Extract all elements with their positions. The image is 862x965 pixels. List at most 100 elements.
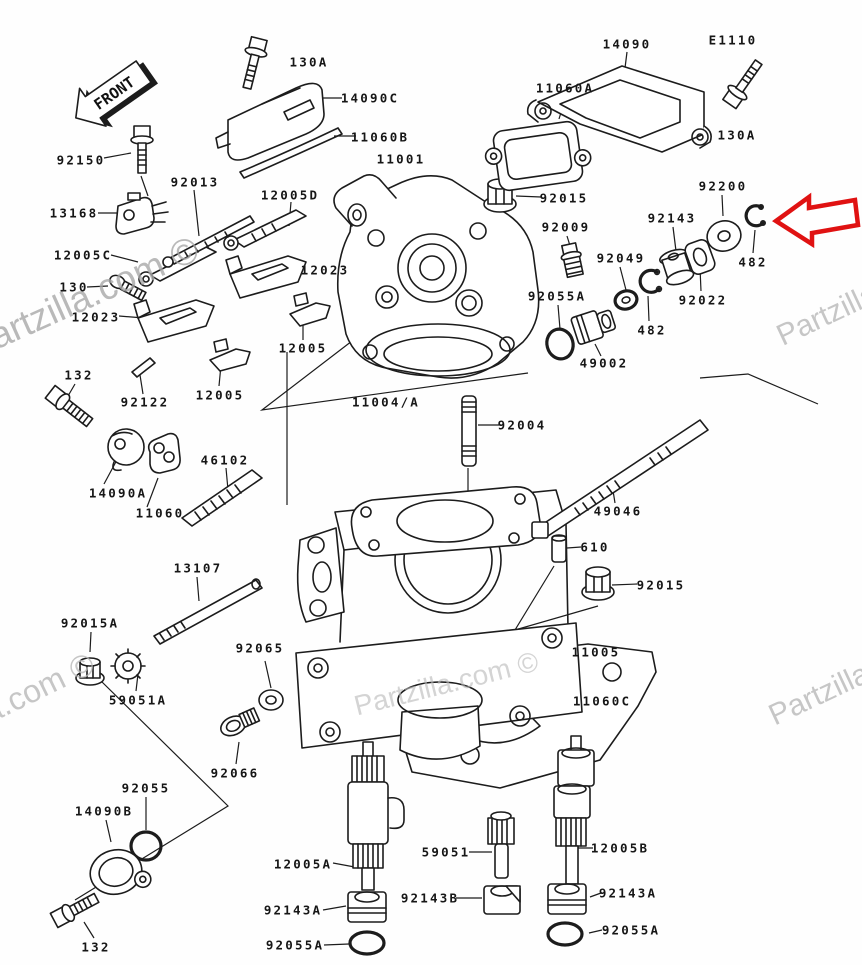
part-pin-92122 <box>132 358 155 377</box>
part-washer-92022 <box>683 238 716 276</box>
part-screw-92013 <box>163 216 254 267</box>
part-label-92143b: 92143B <box>400 890 460 906</box>
part-collar-92143b <box>484 886 520 914</box>
part-label-12023-left: 12023 <box>71 309 121 325</box>
part-label-49046: 49046 <box>593 503 643 519</box>
part-bolt-130a-top <box>236 36 270 91</box>
part-shaft-13107 <box>154 579 262 644</box>
part-label-46102: 46102 <box>200 452 250 468</box>
part-washer-92065 <box>259 690 283 710</box>
part-label-14090a: 14090A <box>88 485 148 501</box>
part-label-482-right: 482 <box>738 254 768 270</box>
part-label-92143: 92143 <box>647 210 697 226</box>
part-stud-92004 <box>462 396 476 466</box>
part-valve-assy-12005a <box>348 742 404 890</box>
part-label-482-left: 482 <box>637 322 667 338</box>
part-cylinder-head <box>334 175 539 378</box>
part-bolt-130 <box>108 273 147 301</box>
part-rod-12005d <box>224 210 306 250</box>
part-label-11060a: 11060A <box>535 80 595 96</box>
part-oring-92055a-head <box>544 326 577 362</box>
part-collar-92143a-right <box>548 884 586 914</box>
part-cover-gasket <box>240 128 342 178</box>
part-bolt-92150 <box>131 126 153 173</box>
part-label-92055a-head: 92055A <box>527 288 587 304</box>
part-label-92065: 92065 <box>235 640 285 656</box>
part-valve-assy-12005b <box>554 736 594 884</box>
part-label-14090c: 14090C <box>340 90 400 106</box>
part-label-92200: 92200 <box>698 178 748 194</box>
part-bolt-132-bottom <box>50 890 101 928</box>
part-label-11004a: 11004/A <box>351 394 421 410</box>
part-collar-92143a-left <box>348 892 386 922</box>
part-bolt-130a-right <box>720 56 767 110</box>
part-pin-610 <box>552 535 566 562</box>
part-oring-92055a-right <box>548 923 582 945</box>
part-holder-13168 <box>116 193 168 234</box>
part-valve-plate-12023-left <box>134 300 214 342</box>
part-oring-92055a-left <box>350 932 384 954</box>
part-label-12005b: 12005B <box>590 840 650 856</box>
part-label-92015-top: 92015 <box>539 190 589 206</box>
part-collar-92143 <box>658 247 695 288</box>
part-label-13168: 13168 <box>49 205 99 221</box>
part-gasket-11060 <box>149 434 180 473</box>
part-label-13107: 13107 <box>173 560 223 576</box>
part-label-610: 610 <box>580 539 610 555</box>
part-label-92055a-right: 92055A <box>601 922 661 938</box>
part-label-11060c: 11060C <box>572 693 632 709</box>
part-label-12005-upper: 12005 <box>278 340 328 356</box>
part-label-132-left: 132 <box>64 367 94 383</box>
part-label-11060: 11060 <box>135 505 185 521</box>
highlight-arrow-icon <box>776 197 858 244</box>
part-rod-12005c <box>139 247 216 286</box>
part-head-gasket <box>351 487 540 556</box>
part-label-14090b: 14090B <box>74 803 134 819</box>
part-gear-shaft-59051 <box>488 812 514 878</box>
part-label-59051: 59051 <box>421 844 471 860</box>
part-label-132-bottom: 132 <box>81 939 111 955</box>
part-label-14090: 14090 <box>602 36 652 52</box>
part-label-12005c: 12005C <box>53 247 113 263</box>
part-gasket-11060a <box>482 119 593 193</box>
part-circlip-482-left <box>640 270 661 293</box>
part-label-130a-top: 130A <box>289 54 329 70</box>
part-label-92150: 92150 <box>56 152 106 168</box>
part-valve-12005-upper <box>290 293 330 326</box>
part-nut-92015-bottom <box>582 567 614 600</box>
part-rod-46102 <box>182 470 262 526</box>
part-label-92143a-left: 92143A <box>263 902 323 918</box>
part-cover-14090b <box>85 842 152 900</box>
part-washer-92200 <box>704 217 745 255</box>
part-valve-cover <box>216 83 324 160</box>
part-label-11001: 11001 <box>376 151 426 167</box>
part-label-92143a-right: 92143A <box>598 885 658 901</box>
part-label-12005d: 12005D <box>260 187 320 203</box>
part-label-130a-right: 130A <box>717 127 757 143</box>
part-screw-92009 <box>559 242 585 277</box>
part-label-92009: 92009 <box>541 219 591 235</box>
part-label-12005-lower: 12005 <box>195 387 245 403</box>
part-label-49002: 49002 <box>579 355 629 371</box>
part-label-130: 130 <box>59 279 89 295</box>
part-label-92013: 92013 <box>170 174 220 190</box>
part-label-92055: 92055 <box>121 780 171 796</box>
part-label-92066: 92066 <box>210 765 260 781</box>
part-plug-92066 <box>218 707 261 739</box>
part-label-92015a: 92015A <box>60 615 120 631</box>
part-label-92049: 92049 <box>596 250 646 266</box>
part-valve-12005-lower <box>210 339 250 371</box>
part-cover-14090a <box>108 429 144 470</box>
part-circlip-482-right <box>746 205 765 226</box>
part-bolt-132-left <box>45 385 95 430</box>
part-label-11060b: 11060B <box>350 129 410 145</box>
part-label-12005a: 12005A <box>273 856 333 872</box>
part-valve-plate-12023-center <box>226 256 306 298</box>
part-label-92015-bottom: 92015 <box>636 577 686 593</box>
part-label-92004: 92004 <box>497 417 547 433</box>
part-label-59051a: 59051A <box>108 692 168 708</box>
part-label-92022: 92022 <box>678 292 728 308</box>
part-gear-59051a <box>111 649 145 683</box>
